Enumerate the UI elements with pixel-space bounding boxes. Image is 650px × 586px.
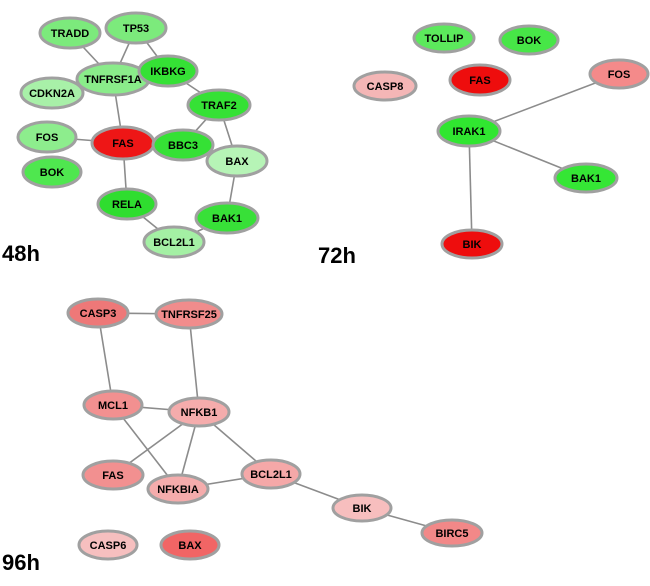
node-ellipse-IKBKG[interactable] [137,54,199,88]
node-CDKN2A-48h[interactable]: CDKN2A [19,76,85,110]
node-ellipse-BOK[interactable] [21,155,83,189]
node-ellipse-TP53[interactable] [104,11,168,45]
node-IKBKG-48h[interactable]: IKBKG [137,54,199,88]
node-CASP6-96h[interactable]: CASP6 [77,529,139,561]
node-ellipse-FAS[interactable] [448,63,512,97]
node-CASP3-96h[interactable]: CASP3 [66,297,130,329]
node-RELA-48h[interactable]: RELA [96,187,158,221]
node-TP53-48h[interactable]: TP53 [104,11,168,45]
node-TRADD-48h[interactable]: TRADD [38,16,102,50]
node-BAX-48h[interactable]: BAX [205,144,269,178]
node-ellipse-TRAF2[interactable] [186,88,252,122]
node-ellipse-FOS[interactable] [16,120,78,154]
node-ellipse-BIK[interactable] [331,493,393,523]
node-ellipse-TOLLIP[interactable] [412,22,476,54]
edge-IRAK1-BIK [468,130,473,245]
node-FAS-48h[interactable]: FAS [90,125,156,161]
node-ellipse-MCL1[interactable] [82,389,144,421]
node-ellipse-IRAK1[interactable] [436,114,502,148]
node-ellipse-BAK1[interactable] [553,162,619,194]
node-BOK-72h[interactable]: BOK [498,24,560,56]
node-BBC3-48h[interactable]: BBC3 [151,128,215,162]
node-ellipse-FAS[interactable] [90,125,156,161]
node-BIK-96h[interactable]: BIK [331,493,393,523]
node-ellipse-TRADD[interactable] [38,16,102,50]
network-time-label-72h: 72h [318,243,356,268]
node-ellipse-BAK1[interactable] [194,201,260,235]
node-BAK1-72h[interactable]: BAK1 [553,162,619,194]
node-ellipse-BOK[interactable] [498,24,560,56]
node-ellipse-BAX[interactable] [159,529,221,561]
node-TOLLIP-72h[interactable]: TOLLIP [412,22,476,54]
node-FOS-72h[interactable]: FOS [588,58,650,90]
node-BCL2L1-96h[interactable]: BCL2L1 [240,458,302,490]
node-ellipse-BCL2L1[interactable] [142,225,206,259]
node-MCL1-96h[interactable]: MCL1 [82,389,144,421]
node-ellipse-BIK[interactable] [440,228,504,260]
node-NFKBIA-96h[interactable]: NFKBIA [146,473,210,505]
node-TRAF2-48h[interactable]: TRAF2 [186,88,252,122]
node-BAK1-48h[interactable]: BAK1 [194,201,260,235]
node-BCL2L1-48h[interactable]: BCL2L1 [142,225,206,259]
node-BAX-96h[interactable]: BAX [159,529,221,561]
node-NFKB1-96h[interactable]: NFKB1 [167,396,231,428]
node-BOK-48h[interactable]: BOK [21,155,83,189]
node-ellipse-BBC3[interactable] [151,128,215,162]
node-ellipse-CDKN2A[interactable] [19,76,85,110]
node-IRAK1-72h[interactable]: IRAK1 [436,114,502,148]
node-ellipse-NFKB1[interactable] [167,396,231,428]
edge-TNFRSF25-NFKB1 [188,313,200,413]
node-ellipse-FOS[interactable] [588,58,650,90]
node-BIRC5-96h[interactable]: BIRC5 [420,518,484,548]
node-ellipse-BAX[interactable] [205,144,269,178]
node-TNFRSF25-96h[interactable]: TNFRSF25 [154,298,224,330]
node-CASP8-72h[interactable]: CASP8 [352,70,418,102]
node-FAS-72h[interactable]: FAS [448,63,512,97]
network-time-label-96h: 96h [2,550,40,575]
node-BIK-72h[interactable]: BIK [440,228,504,260]
node-ellipse-TNFRSF25[interactable] [154,298,224,330]
node-ellipse-RELA[interactable] [96,187,158,221]
node-ellipse-BCL2L1[interactable] [240,458,302,490]
node-FAS-96h[interactable]: FAS [81,459,145,491]
node-ellipse-BIRC5[interactable] [420,518,484,548]
node-ellipse-CASP8[interactable] [352,70,418,102]
node-ellipse-CASP6[interactable] [77,529,139,561]
node-ellipse-NFKBIA[interactable] [146,473,210,505]
network-time-label-48h: 48h [2,241,40,266]
node-FOS-48h[interactable]: FOS [16,120,78,154]
node-ellipse-CASP3[interactable] [66,297,130,329]
node-ellipse-FAS[interactable] [81,459,145,491]
